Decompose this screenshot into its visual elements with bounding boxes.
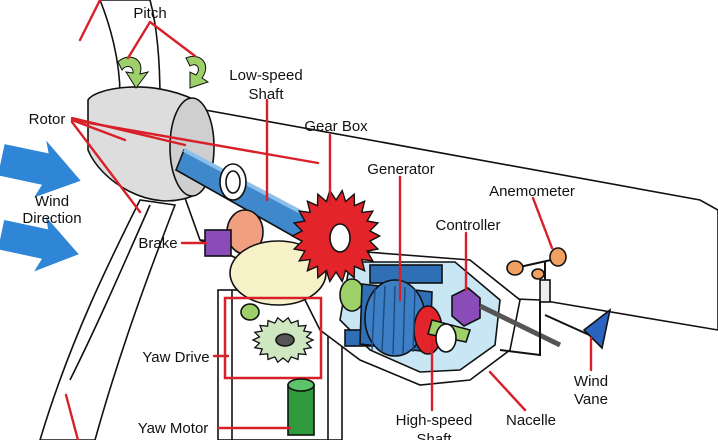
wind-arrow-icon bbox=[0, 216, 79, 272]
anemometer bbox=[506, 247, 567, 303]
label-gear-box: Gear Box bbox=[304, 118, 368, 135]
wind-arrow-icon bbox=[0, 140, 81, 198]
label-anemometer: Anemometer bbox=[489, 183, 575, 200]
wind-vane bbox=[499, 300, 612, 357]
anemometer-cup-icon bbox=[549, 247, 567, 267]
label-high-speed-shaft: Shaft bbox=[416, 431, 452, 440]
label-brake: Brake bbox=[138, 235, 177, 252]
label-wind-vane: Vane bbox=[574, 391, 608, 408]
label-low-speed-shaft: Low-speed bbox=[229, 67, 302, 84]
yaw-motor bbox=[287, 378, 315, 436]
label-wind-vane: Wind bbox=[574, 373, 608, 390]
wind-direction-arrows bbox=[0, 140, 81, 272]
label-low-speed-shaft: Shaft bbox=[248, 86, 284, 103]
pitch-arrows bbox=[117, 56, 210, 89]
label-yaw-drive: Yaw Drive bbox=[142, 349, 209, 366]
label-rotor: Rotor bbox=[29, 111, 66, 128]
label-wind-direction: Direction bbox=[22, 210, 81, 227]
curved-arrow-icon bbox=[117, 56, 150, 89]
label-wind-direction: Wind bbox=[35, 193, 69, 210]
label-yaw-motor: Yaw Motor bbox=[138, 420, 209, 437]
curved-arrow-icon bbox=[185, 56, 210, 89]
high-speed-shaft bbox=[426, 319, 472, 353]
yaw-drive bbox=[223, 296, 323, 380]
wind-vane-icon bbox=[582, 308, 612, 350]
label-pitch: Pitch bbox=[133, 5, 166, 22]
gear-box bbox=[290, 188, 382, 284]
leader-lines bbox=[64, 0, 593, 440]
generator bbox=[339, 264, 443, 357]
anemometer-cup-icon bbox=[506, 260, 524, 276]
rotor-hub bbox=[87, 86, 215, 202]
label-controller: Controller bbox=[435, 217, 500, 234]
label-high-speed-shaft: High-speed bbox=[396, 412, 473, 429]
label-generator: Generator bbox=[367, 161, 435, 178]
label-nacelle: Nacelle bbox=[506, 412, 556, 429]
labels: Pitch Rotor Low-speed Shaft Gear Box Gen… bbox=[22, 5, 608, 440]
controller bbox=[451, 287, 562, 348]
